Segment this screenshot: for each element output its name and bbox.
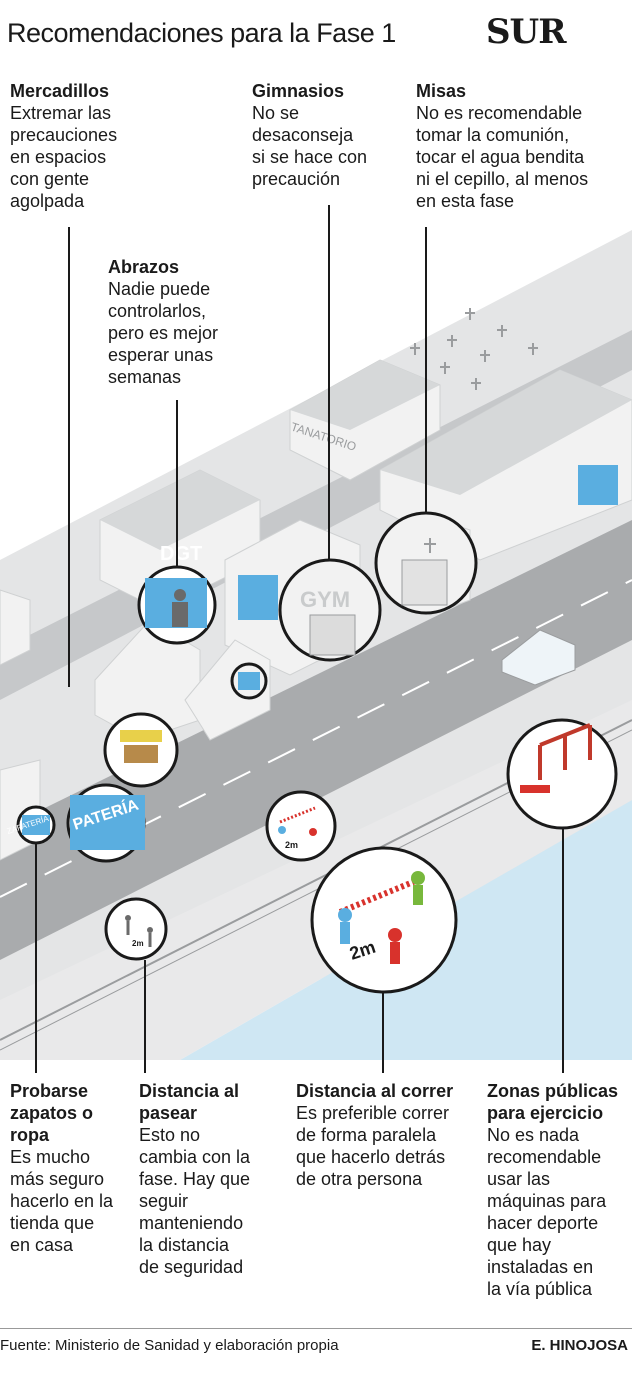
misas-circle <box>374 511 478 615</box>
callout-pasear: Distancia al pasear Esto no cambia con l… <box>139 1080 289 1278</box>
svg-text:2m: 2m <box>285 840 298 850</box>
correr-small-circle: 2m <box>265 790 337 862</box>
ejercicio-circle <box>506 718 618 830</box>
callout-body: Nadie puede controlarlos, pero es mejor … <box>108 279 219 387</box>
callout-gimnasios: Gimnasios No se desaconseja si se hace c… <box>252 80 367 190</box>
mercadillos-leader <box>68 227 70 687</box>
gym-circle: GYM <box>278 558 382 662</box>
city-illustration: TANATORIO DGT <box>0 230 632 1060</box>
house-circle <box>230 662 268 700</box>
callout-title: Misas <box>416 81 467 101</box>
callout-correr: Distancia al correr Es preferible correr… <box>296 1080 481 1190</box>
callout-body: Es preferible correr de forma paralela q… <box>296 1103 450 1189</box>
callout-misas: Misas No es recomendable tomar la comuni… <box>416 80 588 212</box>
svg-text:2m: 2m <box>132 939 144 948</box>
callout-title: Gimnasios <box>252 81 345 101</box>
pasear-circle: 2m <box>104 897 168 961</box>
source-note: Fuente: Ministerio de Sanidad y elaborac… <box>0 1337 339 1354</box>
pasear-leader <box>144 960 146 1073</box>
callout-title: Mercadillos <box>10 81 110 101</box>
callout-zonas: Zonas públicas para ejercicio No es nada… <box>487 1080 632 1300</box>
callout-body: No es recomendable tomar la comunión, to… <box>416 103 589 211</box>
callout-zapatos: Probarse zapatos o ropa Es mucho más seg… <box>10 1080 135 1256</box>
sur-logo: SUR <box>486 12 566 52</box>
callout-title: Abrazos <box>108 257 180 277</box>
dgt-label: DGT <box>160 543 202 565</box>
abrazos-circle <box>137 565 217 645</box>
callout-body: No es nada recomendable usar las máquina… <box>487 1125 607 1299</box>
gimnasios-leader <box>328 205 330 561</box>
author-credit: E. HINOJOSA <box>531 1337 628 1354</box>
callout-abrazos: Abrazos Nadie puede controlarlos, pero e… <box>108 256 218 388</box>
mercadillo-circle <box>103 712 179 788</box>
callout-body: Extremar las precauciones en espacios co… <box>10 103 118 211</box>
callout-title: Distancia al pasear <box>139 1081 240 1123</box>
footer-divider <box>0 1328 632 1329</box>
correr-large-circle: 2m <box>310 846 458 994</box>
zapateria-circle: PATERÍA <box>66 783 146 863</box>
zapatos-leader <box>35 843 37 1073</box>
main-road <box>0 520 632 960</box>
callout-body: Esto no cambia con la fase. Hay que segu… <box>139 1125 251 1277</box>
gym-label: GYM <box>300 587 350 612</box>
misas-leader <box>425 227 427 513</box>
correr-leader <box>382 992 384 1073</box>
zonas-leader <box>562 828 564 1073</box>
abrazos-leader <box>176 400 178 568</box>
page-title: Recomendaciones para la Fase 1 <box>7 18 396 48</box>
callout-mercadillos: Mercadillos Extremar las precauciones en… <box>10 80 117 212</box>
callout-title: Probarse zapatos o ropa <box>10 1081 94 1145</box>
callout-title: Zonas públicas para ejercicio <box>487 1081 619 1123</box>
callout-body: No se desaconseja si se hace con precauc… <box>252 103 368 189</box>
callout-title: Distancia al correr <box>296 1081 454 1101</box>
callout-body: Es mucho más seguro hacerlo en la tienda… <box>10 1147 114 1255</box>
